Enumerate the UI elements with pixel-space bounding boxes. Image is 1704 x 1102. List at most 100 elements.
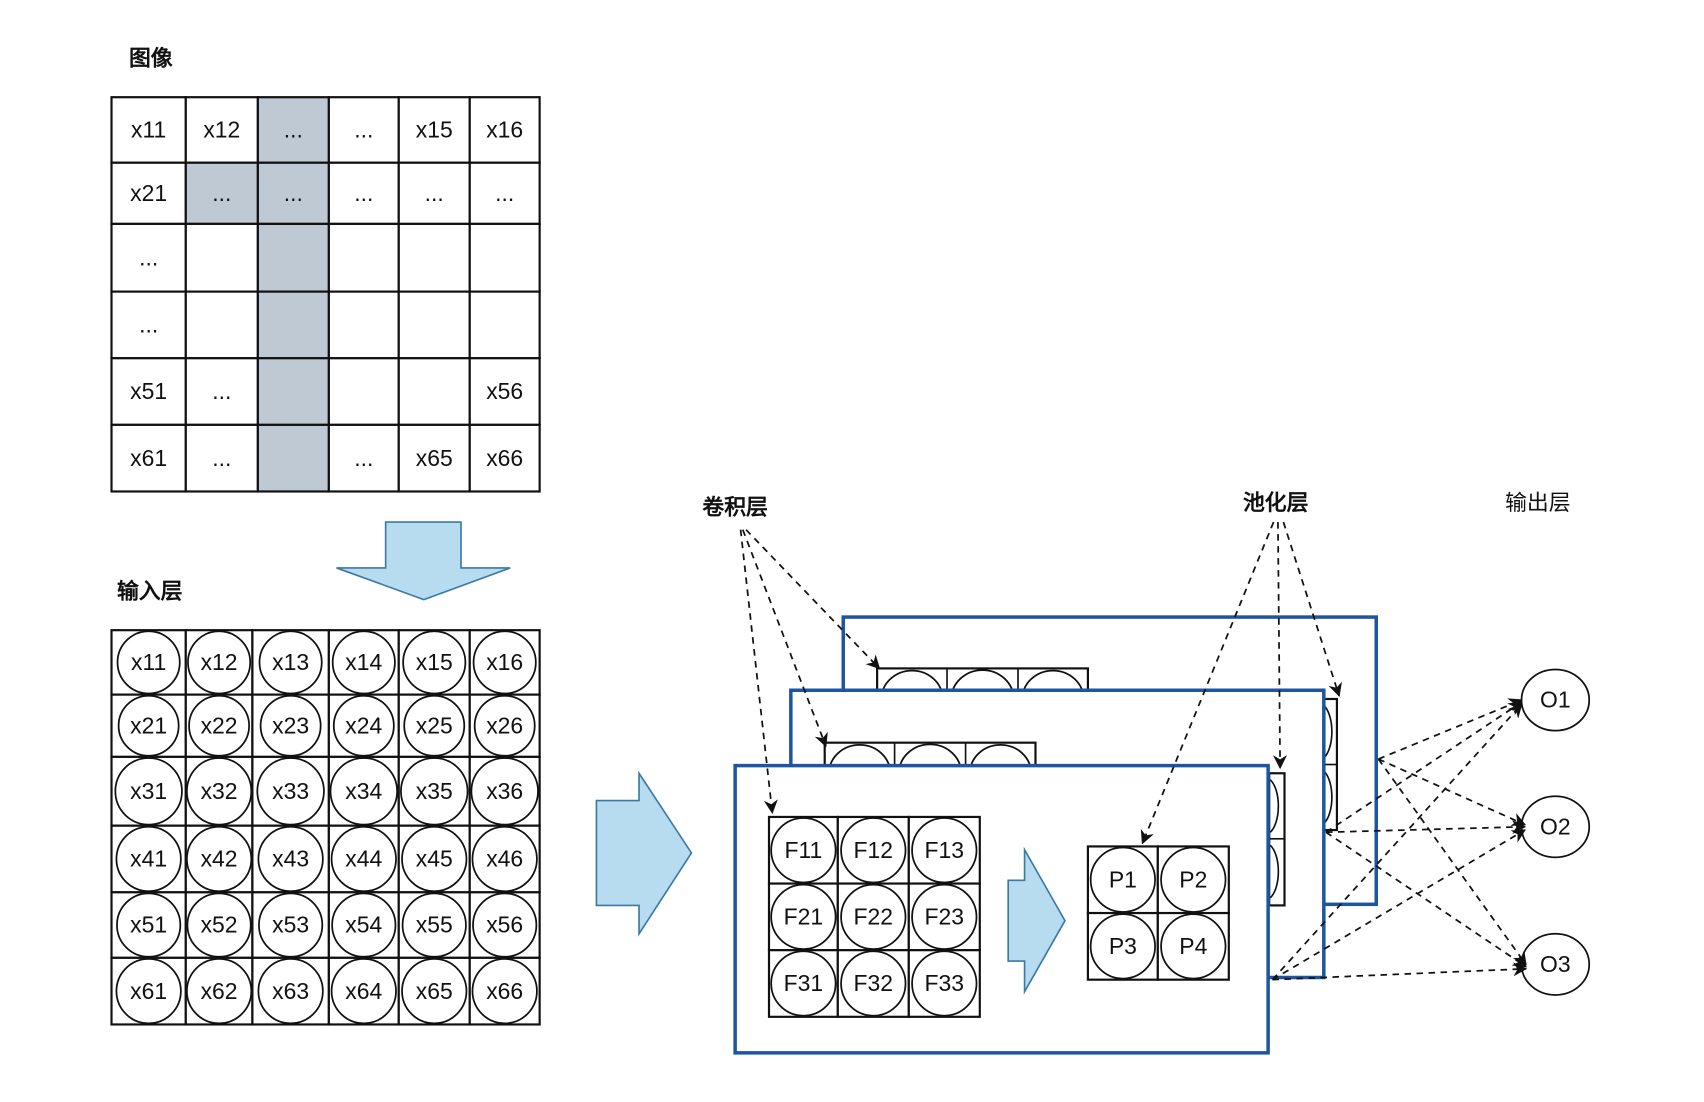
- image-grid-cell: [327, 290, 400, 360]
- image-grid-cell-label: x56: [486, 378, 523, 404]
- input-cell: x63: [251, 956, 330, 1026]
- input-cell: x26: [468, 693, 541, 758]
- input-cell: x55: [397, 891, 471, 959]
- input-node: [330, 958, 397, 1025]
- output-node-label: O1: [1540, 687, 1571, 713]
- input-cell: x52: [184, 891, 254, 959]
- image-grid-cell: [256, 222, 330, 293]
- input-cell-label: x22: [201, 712, 238, 738]
- output-layer-label: 输出层: [1505, 491, 1571, 516]
- image-grid-cell-label: ...: [354, 445, 373, 471]
- pool-pointer-2: [1273, 522, 1288, 770]
- output-node: O2: [1520, 795, 1591, 859]
- image-grid-cell-label: x66: [486, 445, 523, 471]
- input-cell-label: x52: [201, 912, 238, 938]
- image-grid-cell: ...: [184, 423, 259, 493]
- image-grid-cell-label: ...: [139, 312, 158, 338]
- image-grid-cell: ...: [397, 161, 471, 225]
- input-node: [401, 958, 468, 1025]
- input-cell-label: x32: [201, 778, 238, 804]
- image-grid-cell: ...: [110, 222, 187, 293]
- input-cell: x35: [397, 755, 471, 827]
- input-cell: x14: [327, 629, 400, 696]
- image-grid-cell: ...: [256, 161, 330, 225]
- image-grid-cell: x12: [184, 96, 259, 164]
- input-node: [471, 958, 538, 1025]
- conv-node: [840, 950, 907, 1017]
- input-cell-label: x64: [345, 978, 382, 1004]
- image-grid-cell: ...: [468, 161, 541, 225]
- input-cell-label: x56: [486, 912, 523, 938]
- conv-cell: F32: [836, 949, 910, 1018]
- input-cell-label: x14: [345, 649, 382, 675]
- input-cell: x24: [327, 693, 400, 758]
- image-grid-cell: ...: [327, 161, 400, 225]
- image-grid-cell-label: ...: [354, 117, 373, 143]
- image-grid-cell-label: x11: [131, 117, 166, 143]
- input-cell: x32: [184, 755, 254, 827]
- output-node-label: O2: [1540, 813, 1571, 839]
- input-cell: x41: [110, 824, 187, 894]
- input-cell-label: x31: [130, 778, 167, 804]
- input-cell-label: x12: [201, 649, 238, 675]
- input-cell-label: x55: [416, 912, 453, 938]
- conv-cell-label: F12: [854, 837, 894, 863]
- image-grid-cell-label: x65: [416, 445, 453, 471]
- conv-node: [911, 950, 978, 1017]
- input-cell-label: x44: [345, 846, 382, 872]
- image-grid-cell: ...: [110, 290, 187, 360]
- conv-cell-label: F31: [784, 970, 824, 996]
- conv-cell-label: F13: [925, 837, 965, 863]
- input-cell-label: x45: [416, 846, 453, 872]
- input-cell-label: x51: [130, 912, 167, 938]
- output-node: O3: [1520, 932, 1591, 996]
- input-cell-label: x35: [416, 778, 453, 804]
- conv-cell: F21: [767, 882, 839, 952]
- image-grid-cell: [327, 222, 400, 293]
- input-cell-label: x16: [486, 649, 523, 675]
- pool-cell-label: P1: [1109, 866, 1137, 892]
- pool-node: [1160, 913, 1227, 980]
- right-arrow-icon: [595, 770, 693, 937]
- image-grid-cell: [468, 222, 541, 293]
- pool-cell: P3: [1086, 911, 1159, 981]
- input-cell: x21: [110, 693, 187, 758]
- input-cell: x61: [110, 956, 187, 1026]
- image-grid-cell: x16: [468, 96, 541, 164]
- pool-cell-label: P4: [1179, 933, 1207, 959]
- image-grid-cell-label: ...: [284, 180, 303, 206]
- input-cell-label: x62: [201, 978, 238, 1004]
- pool-pointer-1: [1140, 521, 1275, 845]
- conv-cell: F31: [767, 949, 839, 1018]
- conv-cell: F11: [767, 815, 839, 885]
- input-cell: x62: [184, 956, 254, 1026]
- input-cell: x66: [468, 956, 541, 1026]
- image-grid-cell-label: ...: [212, 180, 231, 206]
- conv-cell: F12: [836, 815, 910, 885]
- conv-cell: F22: [836, 882, 910, 952]
- input-cell: x54: [327, 891, 400, 959]
- input-cell: x64: [327, 956, 400, 1026]
- image-grid-cell: [256, 290, 330, 360]
- conv-layer-label: 卷积层: [701, 494, 768, 520]
- pool-cell: P4: [1156, 911, 1230, 981]
- input-cell: x65: [397, 956, 471, 1026]
- image-grid-cell-label: ...: [284, 117, 303, 143]
- input-cell: x46: [468, 824, 541, 894]
- input-cell-label: x36: [486, 778, 523, 804]
- input-cell: x22: [184, 693, 254, 758]
- input-cell-label: x33: [272, 778, 309, 804]
- image-grid-cell: x11: [110, 96, 187, 164]
- conv-to-pool-arrow-icon: [1007, 846, 1066, 995]
- image-grid-cell: ...: [184, 357, 259, 426]
- image-grid-cell: x51: [110, 357, 187, 426]
- image-grid-cell: [397, 222, 471, 293]
- image-label: 图像: [129, 46, 173, 72]
- image-grid-cell-label: x61: [130, 445, 167, 471]
- conv-cell-label: F23: [925, 904, 965, 930]
- image-grid-cell: ...: [256, 96, 330, 164]
- input-cell-label: x63: [272, 978, 309, 1004]
- conv-cell-label: F11: [785, 837, 823, 863]
- input-cell-label: x43: [272, 846, 309, 872]
